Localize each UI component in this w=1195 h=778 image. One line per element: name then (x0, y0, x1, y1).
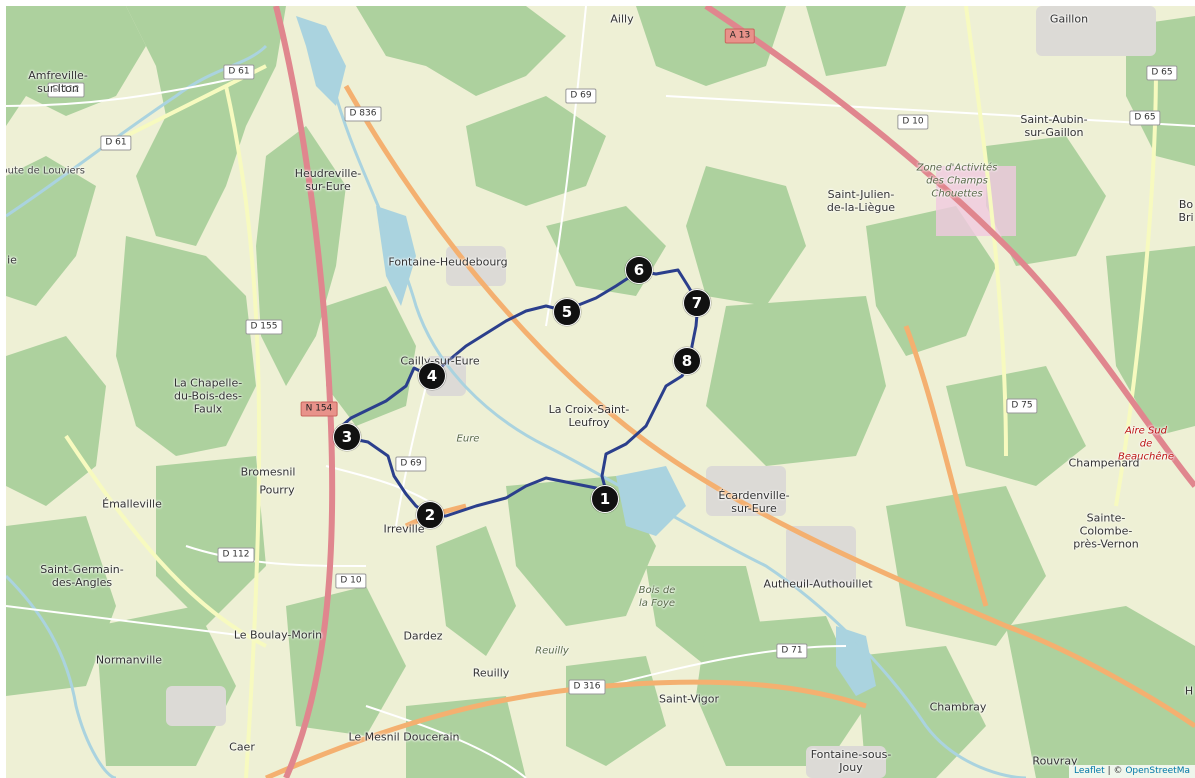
leaflet-link[interactable]: Leaflet (1074, 766, 1105, 776)
route-marker-3[interactable]: 3 (333, 423, 361, 451)
road-shield-d61: D 61 (100, 135, 132, 151)
road-shield-d836: D 836 (344, 106, 382, 122)
road-shield-d10: D 10 (335, 573, 367, 589)
openstreetmap-link[interactable]: OpenStreetMa (1125, 766, 1190, 776)
road-shield-d69: D 69 (395, 456, 427, 472)
road-shield-d155: D 155 (245, 319, 283, 335)
map-tiles (6, 6, 1195, 778)
route-marker-4[interactable]: 4 (418, 362, 446, 390)
road-shield-d71: D 71 (776, 643, 808, 659)
road-shield-d61: D 61 (223, 64, 255, 80)
route-marker-6[interactable]: 6 (625, 256, 653, 284)
road-shield-d69: D 69 (565, 88, 597, 104)
route-marker-1[interactable]: 1 (591, 485, 619, 513)
road-shield-d112: D 112 (47, 82, 85, 98)
attribution-separator: | © (1104, 766, 1126, 776)
map-viewport[interactable]: A 13 D 61 D 112 D 69 D 836 D 65 D 61 D 1… (6, 6, 1195, 778)
road-shield-d65: D 65 (1129, 110, 1161, 126)
route-marker-8[interactable]: 8 (673, 347, 701, 375)
map-attribution: Leaflet | © OpenStreetMa (1069, 765, 1195, 778)
road-shield-d10: D 10 (897, 114, 929, 130)
route-marker-2[interactable]: 2 (416, 501, 444, 529)
road-shield-d75: D 75 (1006, 398, 1038, 414)
route-marker-7[interactable]: 7 (683, 289, 711, 317)
road-shield-n154: N 154 (300, 401, 338, 417)
road-shield-a13: A 13 (724, 28, 756, 44)
route-marker-5[interactable]: 5 (553, 298, 581, 326)
road-shield-d316: D 316 (568, 679, 606, 695)
road-shield-d65: D 65 (1146, 65, 1178, 81)
road-shield-d112: D 112 (217, 547, 255, 563)
